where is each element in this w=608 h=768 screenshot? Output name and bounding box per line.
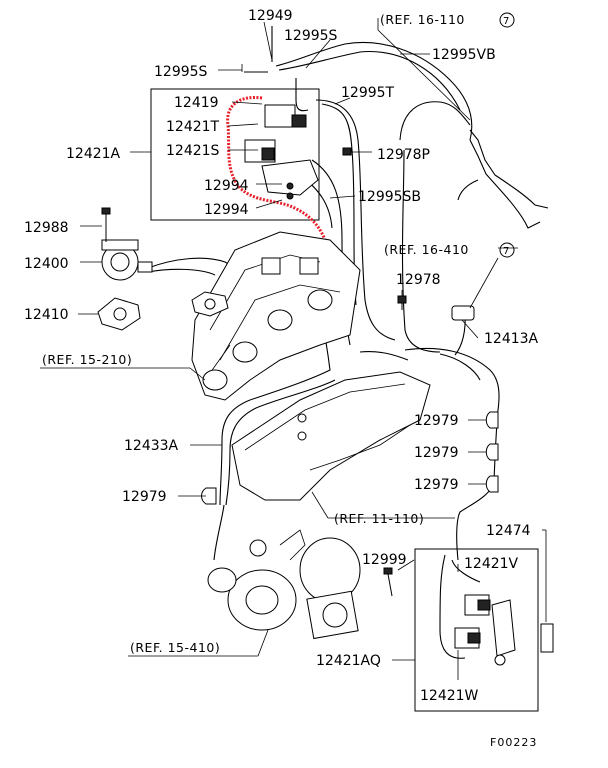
label-12413A: 12413A — [484, 331, 539, 347]
ref16-410-circle — [499, 242, 515, 258]
clamp-12979-group — [201, 411, 499, 505]
label-12979-d: 12979 — [122, 489, 167, 505]
label-12988: 12988 — [24, 220, 69, 236]
marked-hose-red — [226, 95, 327, 241]
solenoid-12421W — [454, 627, 481, 649]
label-12995SB: 12995SB — [358, 189, 421, 205]
label-ref16-410: (REF. 16-410 — [384, 242, 469, 257]
label-12474: 12474 — [486, 523, 531, 539]
label-ref15-210: (REF. 15-210) — [42, 352, 132, 367]
label-12994-a: 12994 — [204, 178, 249, 194]
label-ref16-110-num: 7 — [503, 16, 510, 27]
label-ref15-410: (REF. 15-410) — [130, 640, 220, 655]
label-12979-c: 12979 — [414, 477, 459, 493]
leader-lines — [40, 18, 547, 680]
label-12421T: 12421T — [166, 119, 220, 135]
label-12995S-top: 12995S — [284, 28, 338, 44]
label-12978P: 12978P — [377, 147, 430, 163]
sensor-ref16-410 — [451, 305, 475, 321]
bolt-12988 — [101, 207, 111, 242]
label-12995T: 12995T — [341, 85, 395, 101]
label-12978: 12978 — [396, 272, 441, 288]
part-12474 — [540, 623, 554, 653]
label-12419: 12419 — [174, 95, 219, 111]
label-12995VB: 12995VB — [432, 47, 496, 63]
bracket-12421AQ — [491, 599, 516, 666]
label-12400: 12400 — [24, 256, 69, 272]
label-12995S-left: 12995S — [154, 64, 208, 80]
label-12433A: 12433A — [124, 438, 179, 454]
gasket-12410-mount — [191, 291, 229, 317]
detail-box-solenoid-lower — [414, 548, 539, 712]
gasket-12410 — [97, 297, 141, 331]
diagram-code: F00223 — [490, 736, 537, 749]
label-ref16-410-num: 7 — [503, 246, 510, 257]
ref16-110-circle — [499, 12, 515, 28]
intake-manifold-illustration — [191, 231, 361, 401]
egr-valve-12400 — [101, 239, 153, 281]
label-ref16-110: (REF. 16-110 — [380, 12, 465, 27]
solenoid-12421S — [244, 139, 276, 163]
label-12421AQ: 12421AQ — [316, 653, 381, 669]
label-12994-b: 12994 — [204, 202, 249, 218]
detail-box-solenoid-upper — [150, 88, 320, 221]
label-12979-a: 12979 — [414, 413, 459, 429]
label-12410: 12410 — [24, 307, 69, 323]
label-12979-b: 12979 — [414, 445, 459, 461]
turbocharger-illustration — [207, 529, 361, 640]
label-12949: 12949 — [248, 8, 293, 24]
solenoid-12421T — [264, 104, 307, 128]
label-ref11-110: (REF. 11-110) — [334, 511, 424, 526]
label-12999: 12999 — [362, 552, 407, 568]
bolt-12978P — [342, 147, 352, 156]
bolt-12978 — [397, 295, 407, 310]
label-12421A: 12421A — [66, 146, 121, 162]
label-12421W: 12421W — [420, 688, 479, 704]
label-12421V: 12421V — [464, 556, 519, 572]
engine-cover-illustration — [231, 371, 431, 501]
label-12421S: 12421S — [166, 143, 220, 159]
solenoid-12421V — [464, 594, 491, 616]
bolt-12999 — [383, 567, 393, 597]
bracket-12994 — [261, 159, 319, 200]
